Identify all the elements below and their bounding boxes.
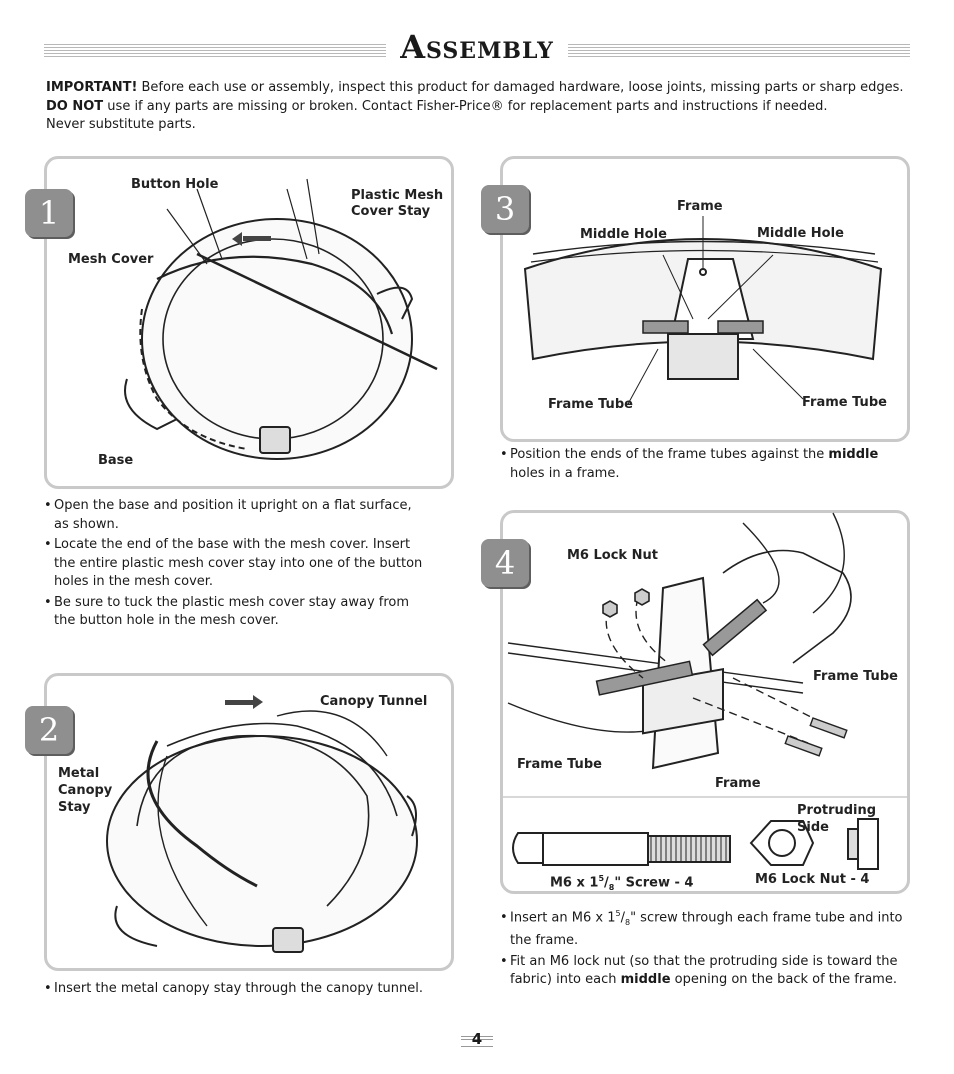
step-1-bullet: Be sure to tuck the plastic mesh cover s… (44, 594, 424, 631)
step-4-bullet: Insert an M6 x 15/8" screw through each … (500, 905, 905, 951)
label-side: Side (797, 820, 829, 835)
label-middle-hole-right: Middle Hole (757, 226, 844, 241)
screw-part-drawing (512, 832, 731, 866)
step-1-illustration (124, 178, 438, 460)
step-2-illustration (106, 695, 418, 953)
label-protruding: Protruding (797, 803, 877, 818)
step-3-illustration (523, 216, 883, 405)
page-title: Assembly (0, 28, 954, 66)
important-label: IMPORTANT! (46, 80, 138, 95)
page-number: 4 (461, 1030, 493, 1048)
step-1-badge: 1 (25, 189, 73, 237)
nut-part-drawing (749, 818, 879, 870)
frame-tube-right-shape (702, 598, 768, 657)
step-3-badge: 3 (481, 185, 529, 233)
step-2-badge: 2 (25, 706, 73, 754)
label-frame-tube-left: Frame Tube (517, 757, 602, 772)
label-metal: Metal (58, 766, 100, 781)
donot-text: use if any parts are missing or broken. … (103, 98, 828, 114)
step-1-bullet: Open the base and position it upright on… (44, 497, 424, 534)
label-base: Base (98, 453, 134, 468)
label-canopy: Canopy (58, 783, 113, 798)
label-plastic-mesh: Plastic Mesh (351, 188, 444, 203)
label-middle-hole-left: Middle Hole (580, 227, 667, 242)
step-3-instructions: Position the ends of the frame tubes aga… (500, 446, 905, 485)
frame-tube-left-shape (642, 320, 689, 334)
screw-icons (784, 717, 848, 757)
label-canopy-tunnel: Canopy Tunnel (320, 694, 428, 709)
nut-part-label: M6 Lock Nut - 4 (755, 872, 870, 887)
step-4-bullet: Fit an M6 lock nut (so that the protrudi… (500, 953, 905, 990)
screw-part-label: M6 x 15/8" Screw - 4 (550, 874, 694, 892)
label-m6-lock-nut: M6 Lock Nut (567, 548, 658, 563)
step-4-illustration (503, 512, 907, 870)
label-button-hole: Button Hole (131, 177, 219, 192)
label-stay: Stay (58, 800, 91, 815)
step-1-bullet: Locate the end of the base with the mesh… (44, 536, 424, 592)
label-frame-tube-right: Frame Tube (813, 669, 898, 684)
step-2-panel: 2 Canopy Tunnel Metal Canopy Stay (25, 673, 454, 971)
label-frame: Frame (677, 199, 723, 214)
label-cover-stay: Cover Stay (351, 204, 431, 219)
label-frame-tube-left: Frame Tube (548, 397, 633, 412)
never-text: Never substitute parts. (46, 117, 196, 132)
donot-label: DO NOT (46, 98, 104, 114)
step-4-badge: 4 (481, 539, 529, 587)
step-3-bullet: Position the ends of the frame tubes aga… (500, 446, 905, 483)
step-2-bullet: Insert the metal canopy stay through the… (44, 980, 444, 999)
label-frame-tube-right: Frame Tube (802, 395, 887, 410)
safety-intro: IMPORTANT! Before each use or assembly, … (46, 79, 926, 135)
frame-tube-right-shape (717, 320, 764, 334)
step-2-instructions: Insert the metal canopy stay through the… (44, 980, 444, 1001)
frame-tube-left-shape (595, 660, 694, 696)
step-1-instructions: Open the base and position it upright on… (44, 497, 424, 633)
step-4-instructions: Insert an M6 x 15/8" screw through each … (500, 905, 905, 992)
important-text: Before each use or assembly, inspect thi… (137, 80, 904, 95)
step-1-panel: 1 Button Hole Plastic Mesh Cover Stay Me… (25, 156, 454, 489)
label-frame: Frame (715, 776, 761, 791)
label-mesh-cover: Mesh Cover (68, 252, 154, 267)
lock-nut-icons (602, 588, 650, 618)
step-3-panel: 3 Frame Middle Hole Middle Hole Frame Tu… (481, 156, 910, 442)
step-4-panel: 4 M6 Lock Nut Frame Tube Frame Tube Fram… (481, 510, 910, 894)
